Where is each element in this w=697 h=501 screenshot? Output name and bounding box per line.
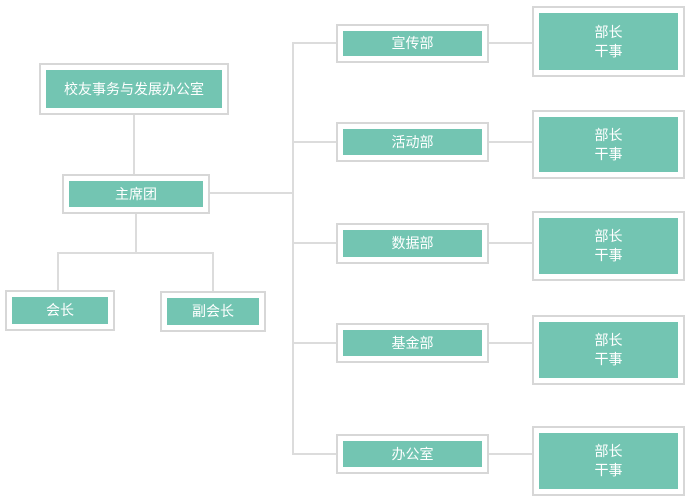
node-dept-publicity-label: 宣传部 xyxy=(343,31,482,56)
connector-president-drop xyxy=(57,252,59,290)
node-staff-office-label: 部长 干事 xyxy=(539,433,678,489)
connector-branch-activities xyxy=(292,141,337,143)
node-presidium-label: 主席团 xyxy=(69,181,203,207)
connector-branch-data xyxy=(292,242,337,244)
staff-line-officer: 干事 xyxy=(594,247,623,263)
staff-line-minister: 部长 xyxy=(594,332,623,348)
node-vice-president[interactable]: 副会长 xyxy=(160,291,266,332)
staff-line-minister: 部长 xyxy=(594,228,623,244)
staff-line-officer: 干事 xyxy=(594,42,623,59)
node-staff-data[interactable]: 部长 干事 xyxy=(532,211,685,281)
connector-root-to-presidium xyxy=(133,115,135,174)
node-vice-president-label: 副会长 xyxy=(167,298,259,325)
node-alumni-office-label: 校友事务与发展办公室 xyxy=(46,70,222,108)
connector-branch-publicity xyxy=(292,42,337,44)
node-dept-office[interactable]: 办公室 xyxy=(336,434,489,474)
node-staff-publicity[interactable]: 部长 干事 xyxy=(532,6,685,77)
connector-branch-fund xyxy=(292,342,337,344)
node-staff-data-label: 部长 干事 xyxy=(539,218,678,274)
node-dept-fund[interactable]: 基金部 xyxy=(336,323,489,363)
staff-line-officer: 干事 xyxy=(594,462,623,478)
connector-presidium-to-trunk xyxy=(210,192,294,194)
node-dept-fund-label: 基金部 xyxy=(343,330,482,356)
connector-vice-president-drop xyxy=(212,252,214,291)
node-dept-publicity[interactable]: 宣传部 xyxy=(336,24,489,63)
node-staff-activities[interactable]: 部长 干事 xyxy=(532,110,685,179)
node-dept-office-label: 办公室 xyxy=(343,441,482,467)
staff-line-officer: 干事 xyxy=(594,351,623,367)
staff-line-minister: 部长 xyxy=(594,443,623,459)
node-staff-office[interactable]: 部长 干事 xyxy=(532,426,685,496)
connector-staff-fund xyxy=(489,342,533,344)
node-staff-fund-label: 部长 干事 xyxy=(539,322,678,378)
connector-presidium-stem xyxy=(135,214,137,252)
node-president[interactable]: 会长 xyxy=(5,290,115,331)
connector-branch-office xyxy=(292,453,337,455)
node-alumni-office[interactable]: 校友事务与发展办公室 xyxy=(39,63,229,115)
node-president-label: 会长 xyxy=(12,297,108,324)
connector-staff-publicity xyxy=(489,42,533,44)
node-dept-data-label: 数据部 xyxy=(343,230,482,257)
staff-line-minister: 部长 xyxy=(594,23,623,40)
connector-leaders-bar xyxy=(57,252,214,254)
connector-trunk xyxy=(292,42,294,455)
node-dept-activities[interactable]: 活动部 xyxy=(336,122,489,162)
connector-staff-office xyxy=(489,453,533,455)
staff-line-officer: 干事 xyxy=(594,145,623,162)
node-presidium[interactable]: 主席团 xyxy=(62,174,210,214)
staff-line-minister: 部长 xyxy=(594,126,623,143)
connector-staff-activities xyxy=(489,141,533,143)
node-staff-publicity-label: 部长 干事 xyxy=(539,13,678,70)
node-staff-activities-label: 部长 干事 xyxy=(539,117,678,172)
node-dept-activities-label: 活动部 xyxy=(343,129,482,155)
node-staff-fund[interactable]: 部长 干事 xyxy=(532,315,685,385)
connector-staff-data xyxy=(489,242,533,244)
node-dept-data[interactable]: 数据部 xyxy=(336,223,489,264)
